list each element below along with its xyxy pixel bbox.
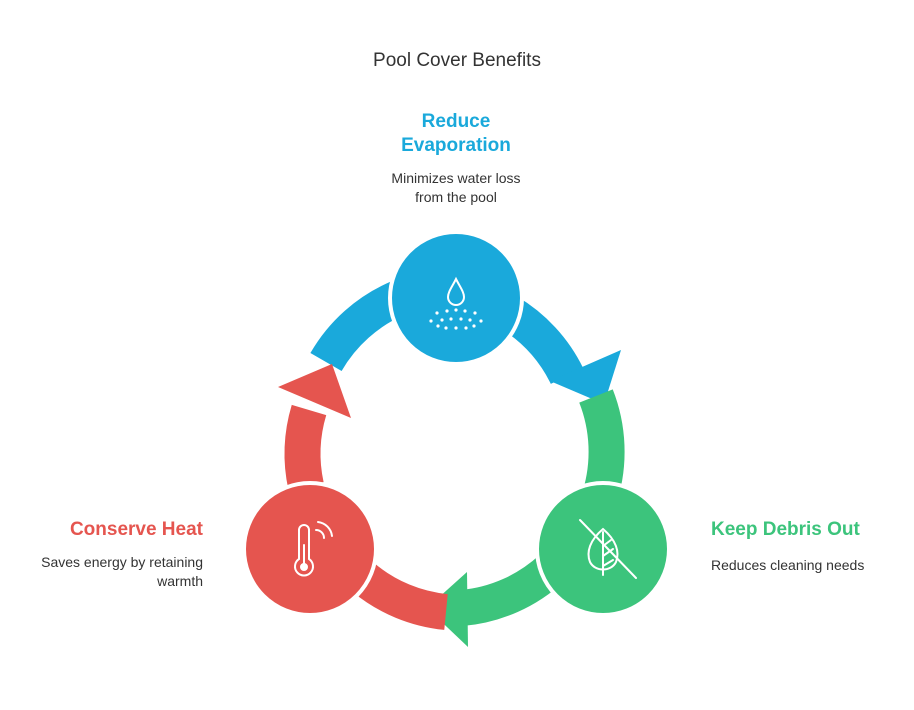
evaporation-description-line: Minimizes water loss <box>391 170 521 186</box>
heat-title-line: Conserve Heat <box>69 519 203 540</box>
debris-title: Keep Debris Out <box>711 518 901 542</box>
arrow-debris-tail <box>459 554 565 626</box>
arrowhead-heat-to-evaporation <box>278 364 351 418</box>
node-debris <box>535 481 671 617</box>
heat-description: Saves energy by retaining warmth <box>13 553 203 591</box>
heat-title: Conserve Heat <box>20 518 203 542</box>
leaf-blocked-icon <box>579 519 637 579</box>
arrowhead-evaporation-to-debris <box>550 350 621 404</box>
evaporation-description-line: from the pool <box>415 189 497 205</box>
heat-description-line: Saves energy by retaining <box>41 554 203 570</box>
arrow-heat-to-evaporation <box>284 404 327 490</box>
evaporation-title: Reduce Evaporation <box>356 110 556 158</box>
debris-title-line: Keep Debris Out <box>711 519 860 540</box>
evaporation-title-line: Evaporation <box>401 135 511 156</box>
node-evaporation <box>388 230 524 366</box>
evaporation-title-line: Reduce <box>421 111 491 132</box>
heat-description-line: warmth <box>157 573 203 589</box>
debris-description-line: Reduces cleaning needs <box>711 557 865 573</box>
water-droplet-evaporation-icon <box>429 276 483 330</box>
arrowhead-debris-to-heat <box>427 572 468 647</box>
diagram-title: Pool Cover Benefits <box>373 50 541 71</box>
thermometer-icon <box>294 521 333 577</box>
evaporation-description: Minimizes water loss from the pool <box>336 169 576 207</box>
arrow-heat-tail <box>352 563 449 630</box>
node-heat <box>242 481 378 617</box>
arrow-evaporation-tail <box>310 281 406 372</box>
debris-description: Reduces cleaning needs <box>711 556 901 575</box>
arrow-debris-to-heat <box>579 389 625 502</box>
